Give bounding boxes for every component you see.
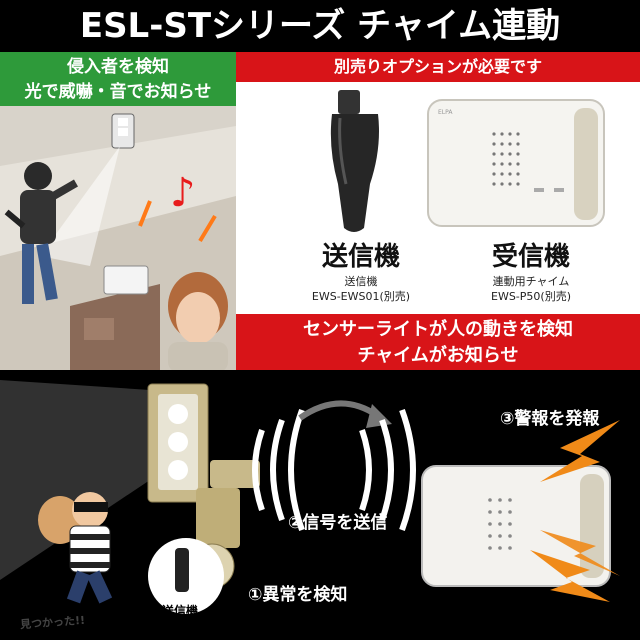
transmitter-device-image [330,90,379,232]
green-banner: 侵入者を検知 光で威嚇・音でお知らせ [0,52,236,106]
svg-text:♪: ♪ [170,170,196,216]
options-required-banner: 別売りオプションが必要です [236,52,640,82]
step1-detect: ①異常を検知 [248,585,348,605]
receiver-sub2: EWS-P50(別売) [491,290,571,303]
transmitter-title: 送信機 [321,242,400,272]
workflow-illustration [0,380,620,614]
transmitter-sub2: EWS-EWS01(別売) [311,290,411,303]
receiver-sub1: 連動用チャイム [492,275,570,288]
detection-banner-line2: チャイムがお知らせ [357,345,519,366]
detection-banner-line1: センサーライトが人の動きを検知 [303,319,573,340]
page-title: ESL-STシリーズ チャイム連動 [0,0,640,52]
options-panel: 別売りオプションが必要です ELPA 送信機 受信機 送信機 EWS-EWS01… [236,52,640,370]
receiver-spec: 連動用チャイム EWS-P50(別売) [451,274,611,304]
transmitter-sub1: 送信機 [344,275,378,288]
transmitter-spec: 送信機 EWS-EWS01(別売) [286,274,436,304]
transmitter-label: 送信機 [162,604,199,618]
receiver-brand-text: ELPA [438,109,453,116]
workflow-section: ①異常を検知 ②信号を送信 ③警報を発報 送信機 見つかった!! [0,370,640,640]
receiver-title: 受信機 [491,242,570,272]
intruder-illustration-panel: 侵入者を検知 光で威嚇・音でお知らせ ♪ [0,52,236,370]
step2-send: ②信号を送信 [288,513,388,533]
detection-banner: センサーライトが人の動きを検知 チャイムがお知らせ [236,314,640,370]
green-banner-line2: 光で威嚇・音でお知らせ [24,82,212,102]
green-banner-line1: 侵入者を検知 [67,57,169,77]
step3-alarm: ③警報を発報 [500,409,600,429]
receiver-chime-image: ELPA [427,99,605,227]
intruder-scene-illustration: ♪ [0,106,236,370]
